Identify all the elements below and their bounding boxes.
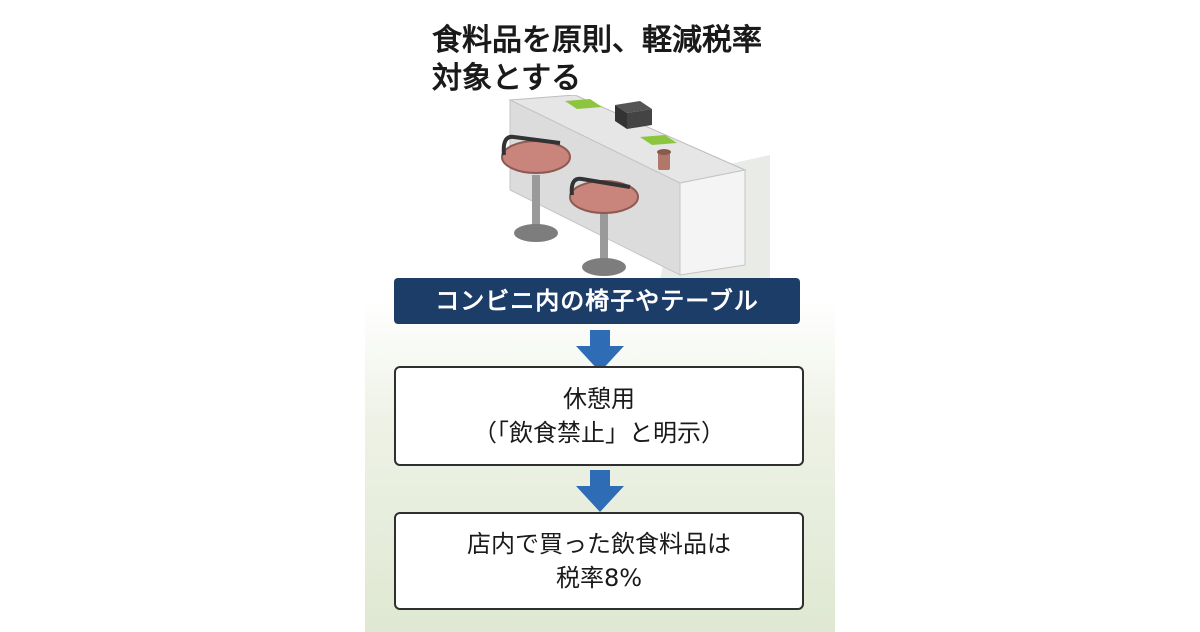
- stool-1-backrest: [501, 134, 561, 156]
- diagram-title: 食料品を原則、軽減税率 対象とする: [432, 23, 762, 96]
- stool-2-backrest: [569, 176, 631, 196]
- step-tax-rate-line1: 店内で買った飲食料品は: [467, 530, 731, 558]
- napkin-box-top: [615, 101, 652, 113]
- down-arrow-2: [576, 470, 624, 512]
- step-rest-area: 休憩用 （「飲食禁止」と明示）: [394, 366, 804, 466]
- stool-1-pole: [532, 175, 540, 230]
- napkin-box-side: [627, 109, 652, 129]
- step-rest-area-line1: 休憩用: [563, 385, 635, 413]
- napkin-box-front: [615, 105, 627, 129]
- mat-right: [640, 135, 677, 145]
- mat-left: [565, 99, 602, 109]
- stool-2-pole: [600, 213, 608, 265]
- step-tax-rate: 店内で買った飲食料品は 税率8%: [394, 512, 804, 610]
- down-arrow-1: [576, 330, 624, 372]
- step-tax-rate-line2: 税率8%: [555, 564, 643, 592]
- stool-1-base: [514, 224, 558, 242]
- furniture-label: コンビニ内の椅子やテーブル: [394, 278, 800, 324]
- stool-2-base: [582, 258, 626, 276]
- step-rest-area-line2: （「飲食禁止」と明示）: [473, 419, 725, 447]
- counter-side: [679, 169, 746, 276]
- stool-1-seat: [501, 140, 571, 174]
- counter-illustration: [501, 95, 770, 280]
- coffee-cup: [658, 152, 670, 170]
- coffee-cup-lid: [657, 149, 671, 155]
